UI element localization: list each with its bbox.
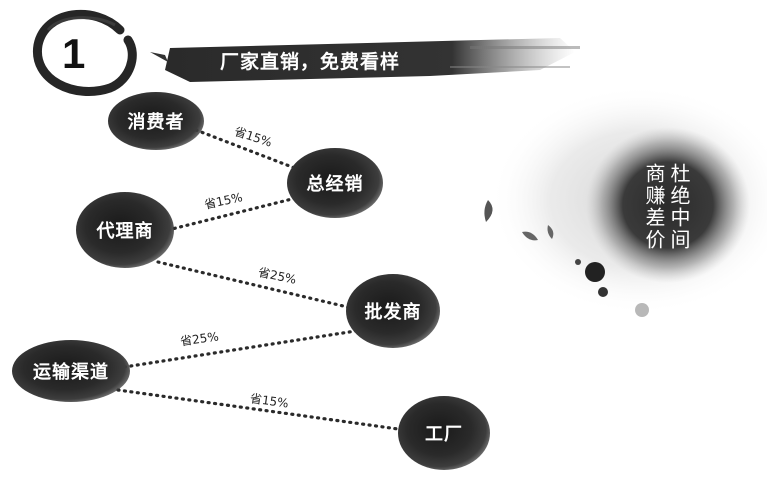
step-number: 1 [62, 30, 86, 77]
node-agent: 代理商 [76, 192, 174, 268]
badge-ink-ring [33, 9, 137, 96]
node-factory: 工厂 [398, 396, 490, 470]
connector-logistics-wholesaler [116, 328, 364, 370]
slogan-line-1: 杜绝中间 [667, 163, 691, 251]
banner-title: 厂家直销，免费看样 [220, 51, 401, 73]
node-consumer: 消费者 [108, 92, 204, 150]
connector-logistics-factory [116, 388, 407, 432]
banner-brush-stroke [150, 38, 580, 82]
node-wholesaler: 批发商 [346, 274, 440, 348]
node-general-distributor: 总经销 [287, 148, 383, 218]
ink-painting [484, 85, 767, 317]
node-logistics: 运输渠道 [12, 340, 130, 402]
slogan-line-2: 商赚差价 [642, 163, 666, 251]
connector-consumer-distributor [194, 128, 307, 174]
connector-agent-wholesaler [156, 260, 362, 312]
